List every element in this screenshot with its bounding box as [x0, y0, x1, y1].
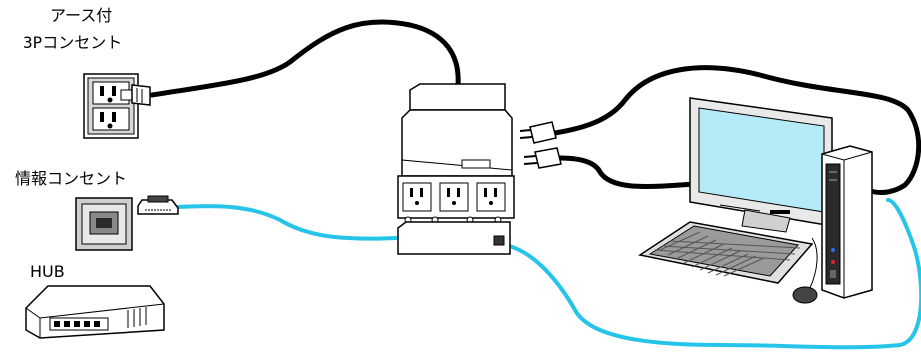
lan-connector-icon [137, 195, 179, 215]
grounded-outlet-label-line2: 3Pコンセント [23, 33, 123, 52]
pc-tower [821, 145, 873, 299]
keyboard [638, 221, 814, 284]
power-cable-wall [149, 19, 461, 98]
mouse [792, 237, 818, 304]
info-outlet-label: 情報コンセント [15, 169, 128, 188]
outlet-tower [397, 83, 515, 255]
grounded-outlet [83, 73, 139, 139]
computer-power-plug-icon [519, 121, 562, 169]
info-outlet [75, 197, 133, 251]
monitor [689, 97, 833, 233]
lan-cable [176, 198, 921, 350]
hub-device [25, 285, 165, 339]
hub-label: HUB [30, 262, 65, 281]
wall-power-plug-icon [120, 84, 151, 106]
grounded-outlet-label-line1: アース付 [50, 6, 113, 25]
